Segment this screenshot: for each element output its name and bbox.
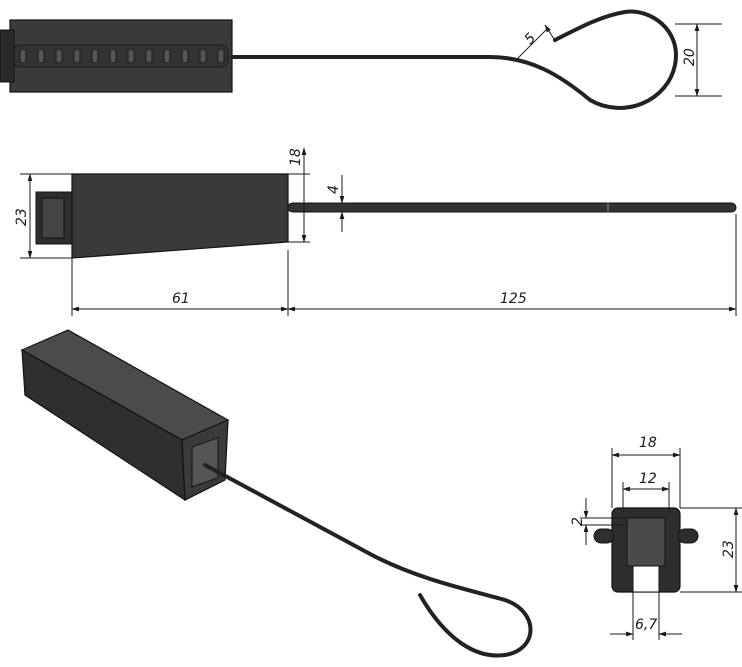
dim-side-body-length: 61 (172, 291, 190, 307)
dim-top-loop-height: 20 (682, 48, 698, 66)
dim-side-neck: 18 (288, 148, 304, 166)
dim-end-inner: 12 (639, 471, 657, 487)
side-view: 23 18 4 61 125 (14, 147, 737, 316)
dim-end-slot: 6,7 (635, 617, 657, 633)
dim-side-height: 23 (14, 208, 30, 226)
iso-wire (203, 463, 533, 658)
dim-side-wire-length: 125 (500, 291, 527, 307)
wire-side (287, 202, 737, 213)
clamp-body-side (71, 173, 289, 259)
isometric-view (20, 329, 533, 658)
end-view: 18 12 2 23 6,7 (570, 435, 742, 640)
clamp-ribs (13, 44, 229, 68)
dim-side-wire: 4 (326, 185, 342, 194)
dim-end-height: 23 (721, 540, 737, 558)
dim-end-lip: 2 (570, 517, 586, 526)
top-view: 5 20 (0, 9, 722, 110)
dim-end-width: 18 (639, 435, 657, 451)
wire-loop-top (230, 9, 678, 110)
dim-top-gap: 5 (522, 30, 540, 48)
